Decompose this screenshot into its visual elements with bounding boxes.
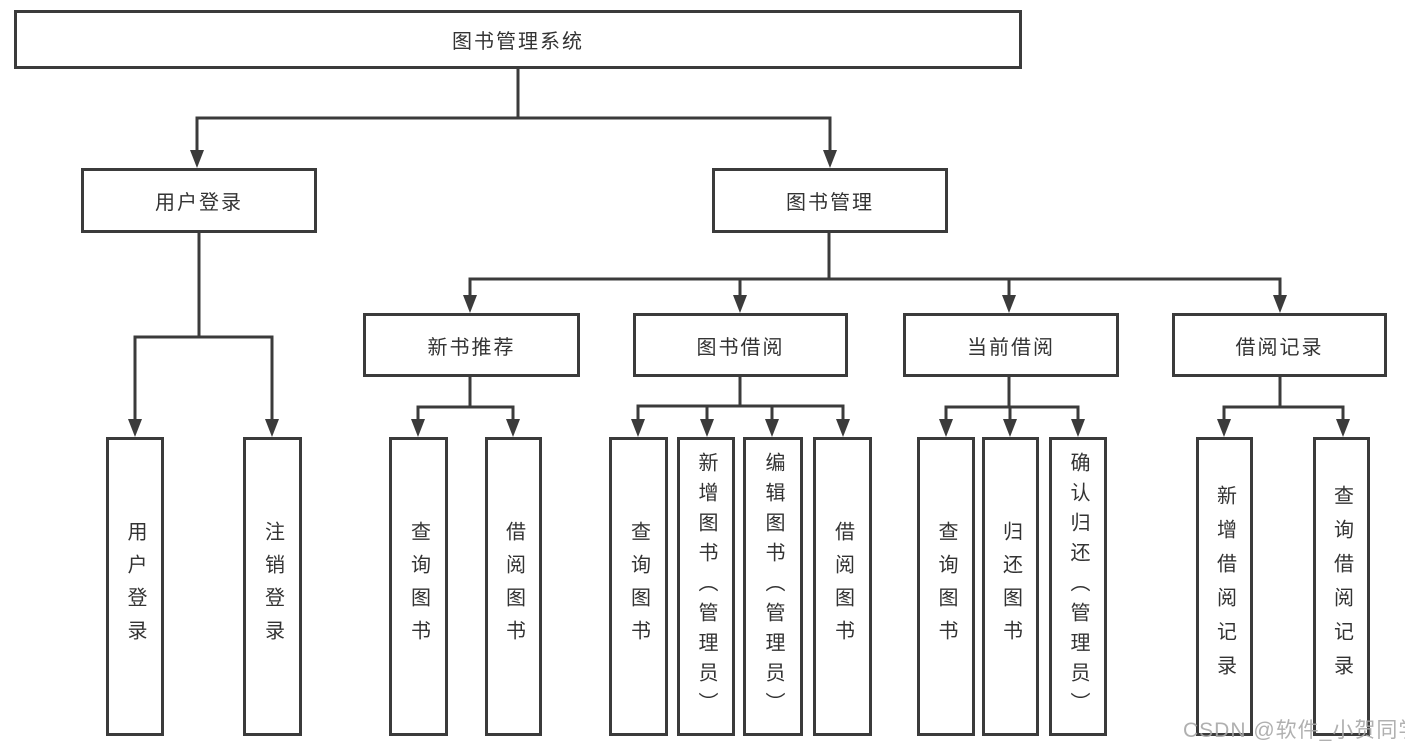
node-book-mgmt-label: 图书管理 — [786, 192, 874, 214]
node-user-login-label: 用户登录 — [155, 192, 243, 214]
connector-book-borrow-children — [636, 377, 845, 422]
leaf-confirm-return-admin: 确认归还（管理员） — [1049, 437, 1107, 736]
leaf-current-query-book-label: 查询图书 — [935, 520, 957, 653]
node-current-borrow-label: 当前借阅 — [967, 336, 1055, 359]
leaf-logout: 注销登录 — [243, 437, 302, 736]
node-new-book-recommend-label: 新书推荐 — [427, 336, 516, 359]
leaf-user-login: 用户登录 — [106, 437, 164, 736]
leaf-add-borrow-record-label: 新增借阅记录 — [1213, 484, 1236, 689]
leaf-add-book-admin: 新增图书（管理员） — [677, 437, 735, 736]
leaf-add-borrow-record: 新增借阅记录 — [1196, 437, 1253, 736]
leaf-current-query-book: 查询图书 — [917, 437, 975, 736]
leaf-logout-label: 注销登录 — [261, 520, 284, 653]
node-book-borrow-label: 图书借阅 — [696, 336, 785, 359]
leaf-return-book-label: 归还图书 — [999, 520, 1022, 653]
leaf-new-book-borrow-label: 借阅图书 — [502, 520, 525, 653]
connector-root-to-level2 — [195, 69, 832, 152]
node-book-borrow: 图书借阅 — [633, 313, 848, 377]
leaf-borrow-query-book-label: 查询图书 — [627, 520, 650, 653]
leaf-query-borrow-record: 查询借阅记录 — [1313, 437, 1370, 736]
leaf-edit-book-admin: 编辑图书（管理员） — [743, 437, 803, 736]
connector-book-mgmt-children — [468, 233, 1282, 298]
node-root: 图书管理系统 — [14, 10, 1022, 69]
node-new-book-recommend: 新书推荐 — [363, 313, 580, 377]
connector-borrow-record-children — [1222, 377, 1345, 422]
leaf-return-book: 归还图书 — [982, 437, 1039, 736]
connector-current-borrow-children — [944, 377, 1080, 422]
node-user-login: 用户登录 — [81, 168, 317, 233]
node-borrow-record-label: 借阅记录 — [1235, 336, 1324, 359]
leaf-query-borrow-record-label: 查询借阅记录 — [1330, 484, 1353, 689]
leaf-add-book-admin-label: 新增图书（管理员） — [695, 451, 717, 722]
leaf-new-book-borrow: 借阅图书 — [485, 437, 542, 736]
node-borrow-record: 借阅记录 — [1172, 313, 1387, 377]
leaf-borrow-book: 借阅图书 — [813, 437, 872, 736]
node-root-label: 图书管理系统 — [452, 31, 584, 53]
connector-user-login-children — [133, 233, 274, 421]
leaf-user-login-label: 用户登录 — [124, 520, 146, 653]
leaf-new-book-query-label: 查询图书 — [407, 520, 430, 653]
leaf-borrow-query-book: 查询图书 — [609, 437, 668, 736]
node-book-mgmt: 图书管理 — [712, 168, 948, 233]
csdn-watermark: CSDN @软件_小贺同学 — [1183, 719, 1405, 742]
node-current-borrow: 当前借阅 — [903, 313, 1119, 377]
leaf-confirm-return-admin-label: 确认归还（管理员） — [1067, 451, 1089, 722]
connector-new-book-children — [416, 377, 515, 422]
leaf-edit-book-admin-label: 编辑图书（管理员） — [762, 451, 784, 722]
leaf-borrow-book-label: 借阅图书 — [831, 520, 854, 653]
leaf-new-book-query: 查询图书 — [389, 437, 448, 736]
arrowheads — [128, 150, 1350, 437]
